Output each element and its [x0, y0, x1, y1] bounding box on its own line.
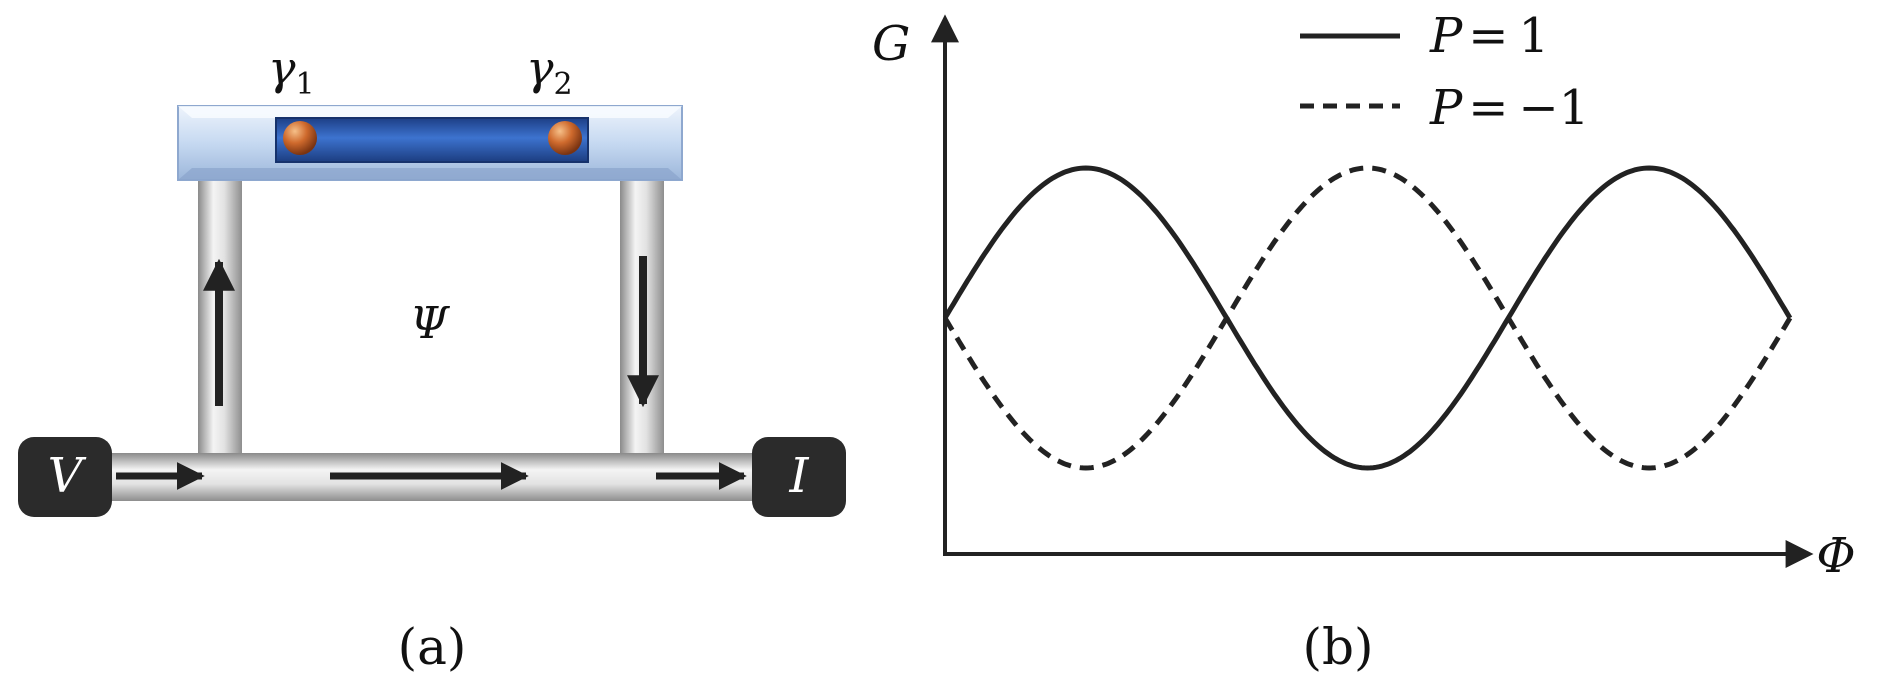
- majorana-gamma2-sphere: [548, 121, 582, 155]
- caption-a: (a): [398, 618, 467, 676]
- drain-terminal: I: [752, 437, 846, 517]
- series-line-p-minus-1: [942, 165, 1793, 471]
- panel-a: γ1 γ2 Ψ V I (a): [18, 41, 846, 676]
- y-axis-label: G: [872, 16, 910, 72]
- source-terminal: V: [18, 437, 112, 517]
- legend: P=1 P=−1: [1300, 8, 1589, 136]
- caption-b: (b): [1302, 618, 1373, 676]
- panel-b: G Φ P=1 P=−1 (b): [872, 8, 1856, 676]
- legend-entry-1: P=1: [1429, 8, 1549, 64]
- flux-label: Ψ: [410, 298, 450, 349]
- gamma1-label: γ1: [268, 41, 315, 102]
- nanowire-bar: [275, 117, 589, 163]
- gamma2-label: γ2: [526, 41, 573, 102]
- drain-label: I: [789, 448, 810, 504]
- x-axis-label: Φ: [1816, 528, 1855, 584]
- legend-entry-2: P=−1: [1429, 80, 1589, 136]
- source-label: V: [48, 448, 87, 504]
- plot-area: [942, 165, 1793, 471]
- majorana-gamma1-sphere: [283, 121, 317, 155]
- series-line-p-plus-1: [942, 165, 1793, 471]
